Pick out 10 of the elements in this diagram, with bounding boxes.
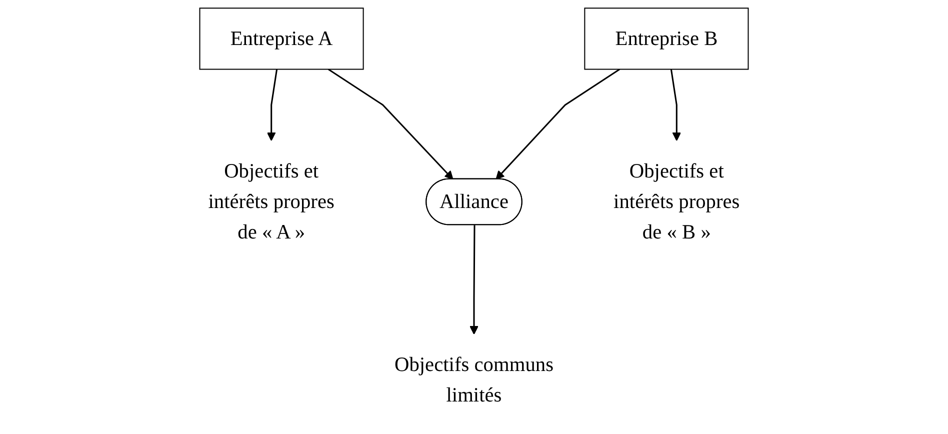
node-box: Entreprise A — [199, 8, 364, 70]
arrow — [328, 68, 454, 180]
arrow — [470, 225, 478, 335]
arrow — [670, 69, 682, 141]
node-box: Entreprise B — [584, 8, 749, 70]
node-text: Objectifs et intérêts propres de « B » — [614, 160, 740, 244]
node-text: Objectifs et intérêts propres de « A » — [208, 160, 334, 244]
arrow — [496, 68, 620, 180]
node-text: Objectifs communs limités — [394, 354, 554, 406]
arrow — [266, 69, 278, 141]
